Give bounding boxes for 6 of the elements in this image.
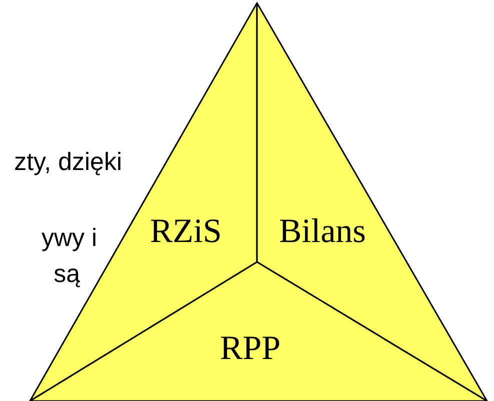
section-label: RZiS [150, 215, 222, 249]
text-fragment: są [54, 262, 80, 287]
text-fragment: ywy i [41, 226, 97, 251]
text-fragment: zty, dzięki [14, 150, 122, 175]
section-label: RPP [220, 332, 280, 366]
section-label: Bilans [279, 215, 366, 249]
